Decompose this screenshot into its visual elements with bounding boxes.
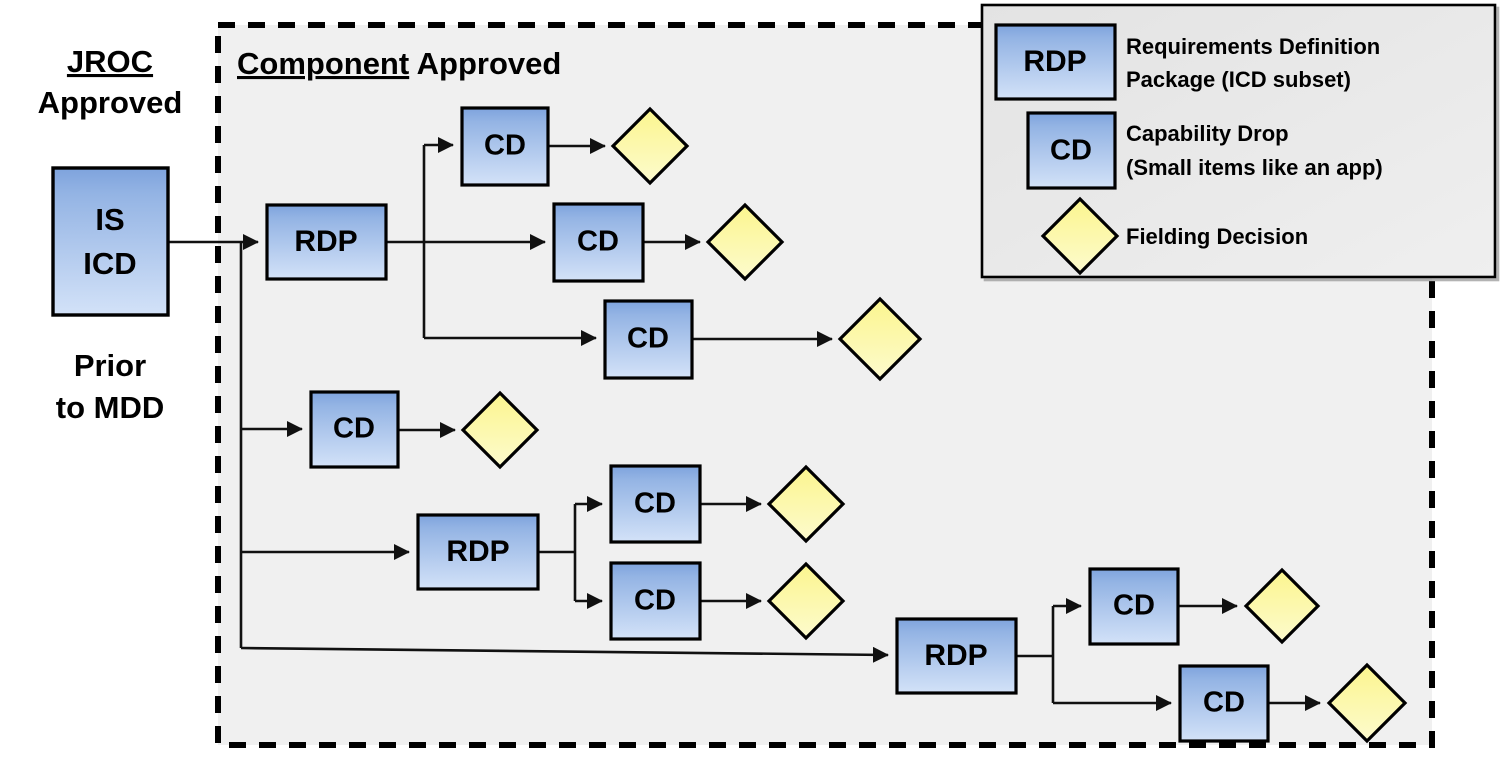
fielding-decision-1[interactable] [610,106,690,186]
legend-item-cd: CD Capability Drop (Small items like an … [1026,111,1383,190]
node-cd-4-label: CD [333,413,375,445]
node-cd-1-label: CD [484,130,526,162]
node-rdp-3-label: RDP [924,639,987,672]
fielding-decision-6[interactable] [766,561,846,641]
legend-cd-text-line2: (Small items like an app) [1126,155,1383,180]
node-is-icd-label-2: ICD [83,246,136,281]
node-rdp-2[interactable]: RDP [416,513,540,591]
node-cd-6-label: CD [634,585,676,617]
legend-cd-swatch-label: CD [1050,135,1092,167]
node-cd-1[interactable]: CD [460,106,550,187]
legend-decision-text-line1: Fielding Decision [1126,224,1308,249]
component-approved-title-rest: Approved [409,46,561,81]
node-cd-5-label: CD [634,488,676,520]
edge-spine-to-rdp3 [240,646,889,663]
node-rdp-3[interactable]: RDP [895,617,1018,695]
node-rdp-1-label: RDP [294,225,357,258]
fielding-decision-3[interactable] [837,296,923,382]
node-is-icd[interactable]: IS ICD [51,166,170,317]
prior-to-mdd-line1: Prior [74,348,146,383]
node-is-icd-label-1: IS [95,202,124,237]
fielding-decision-4[interactable] [460,390,540,470]
legend-cd-swatch [1026,111,1117,190]
node-rdp-2-label: RDP [446,535,509,568]
node-rdp-1[interactable]: RDP [265,203,388,281]
legend-cd-text-line1: Capability Drop [1126,121,1289,146]
legend-rdp-text-line2: Package (ICD subset) [1126,67,1351,92]
node-cd-8-label: CD [1203,687,1245,719]
fielding-decision-2[interactable] [705,202,785,282]
node-cd-3-label: CD [627,323,669,355]
legend-rdp-text-line1: Requirements Definition [1126,34,1380,59]
legend-panel: RDP Requirements Definition Package (ICD… [980,3,1497,279]
component-approved-title: Component Approved [237,46,561,81]
jroc-approved-line1: JROC [67,44,153,79]
decision-nodes [460,106,1408,744]
node-cd-4[interactable]: CD [309,390,400,469]
legend-rdp-swatch [994,23,1117,101]
node-cd-2[interactable]: CD [552,202,645,283]
node-cd-2-label: CD [577,226,619,258]
node-cd-8[interactable]: CD [1178,664,1270,743]
node-cd-5[interactable]: CD [609,464,702,544]
node-cd-7[interactable]: CD [1088,567,1180,646]
fielding-decision-5[interactable] [766,464,846,544]
process-nodes: IS ICD RDP CD CD CD CD [51,106,1270,743]
prior-to-mdd-line2: to MDD [56,390,164,425]
node-cd-3[interactable]: CD [603,299,694,380]
legend-decision-swatch [1040,196,1120,276]
connector-layer [168,136,1321,712]
legend-rdp-swatch-label: RDP [1023,45,1086,78]
legend-item-rdp: RDP Requirements Definition Package (ICD… [994,23,1380,101]
component-approved-title-underlined: Component [237,46,409,81]
fielding-decision-8[interactable] [1326,662,1408,744]
jroc-approved-line2: Approved [38,85,183,120]
headings: JROC Approved Prior to MDD Component App… [38,44,562,425]
node-cd-6[interactable]: CD [609,561,702,641]
legend-item-decision: Fielding Decision [1040,196,1308,276]
node-cd-7-label: CD [1113,590,1155,622]
fielding-decision-7[interactable] [1243,567,1321,645]
